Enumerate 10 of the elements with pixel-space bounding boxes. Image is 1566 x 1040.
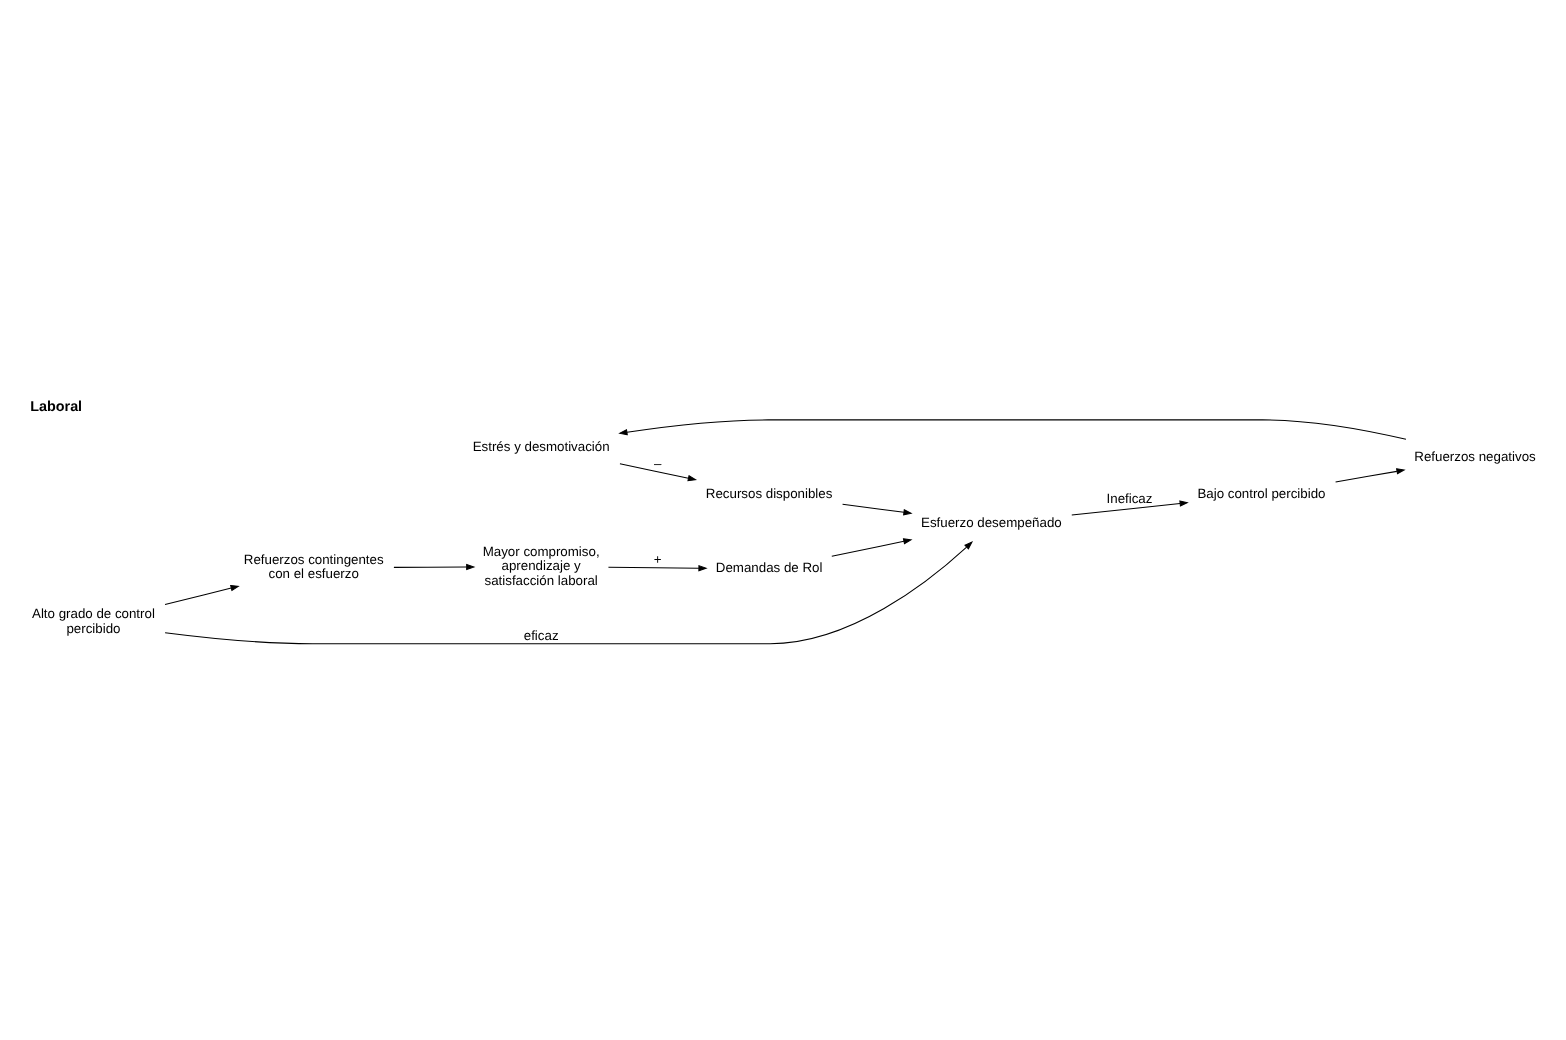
arrow [163, 541, 973, 645]
arrow [617, 419, 1406, 440]
arrow [841, 503, 912, 516]
arrow [618, 463, 697, 482]
arrow [392, 563, 475, 571]
arrow [163, 585, 239, 606]
arrow [830, 538, 912, 557]
arrow [1070, 500, 1188, 516]
arrow [606, 564, 707, 572]
arrow [1334, 468, 1405, 483]
